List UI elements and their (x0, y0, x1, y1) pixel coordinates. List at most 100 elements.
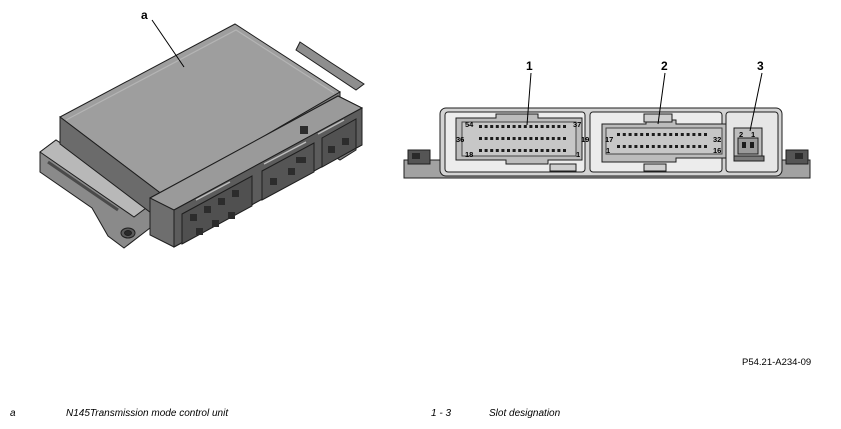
pin-hole (551, 125, 555, 128)
pin-hole (529, 137, 533, 140)
pin-hole (501, 137, 505, 140)
pin-hole (490, 149, 494, 152)
pin-hole (634, 133, 638, 136)
pin-hole (617, 145, 620, 148)
pin-hole (617, 133, 620, 136)
pin-label-36: 36 (456, 135, 464, 144)
pin-hole (640, 133, 644, 136)
pin-hole (490, 137, 494, 140)
pin-hole (490, 125, 494, 128)
pin-hole (484, 149, 488, 152)
pin-hole (698, 133, 702, 136)
pin-label-1-c2: 1 (606, 146, 610, 155)
legend-key: a (10, 408, 16, 419)
pin-label-17: 17 (605, 135, 613, 144)
pin-hole (546, 125, 550, 128)
pin-hole (680, 133, 684, 136)
pin-hole (675, 145, 678, 148)
pin-label-54: 54 (465, 120, 474, 129)
pin-label-1-c3: 1 (751, 130, 755, 139)
pin-hole (535, 149, 538, 152)
pin-hole (512, 125, 516, 128)
callout-a: a (141, 8, 185, 68)
callout-label-2: 2 (661, 59, 668, 73)
pin-hole (704, 145, 707, 148)
pin-hole (622, 145, 626, 148)
pin-hole (551, 149, 555, 152)
callout-slot-3: 3 (749, 59, 764, 132)
pin-hole (507, 137, 510, 140)
pin-hole (540, 149, 544, 152)
pin-hole (518, 137, 522, 140)
pin-hole (634, 145, 638, 148)
pin-hole (557, 125, 561, 128)
pin-hole (657, 133, 661, 136)
callout-slot-1: 1 (526, 59, 533, 126)
pin-hole (640, 145, 644, 148)
pin-hole (563, 149, 566, 152)
control-unit-isometric: a (39, 8, 365, 249)
pin-hole (523, 125, 527, 128)
callout-label-a: a (141, 8, 148, 22)
pin-hole (518, 149, 522, 152)
pin-hole (512, 137, 516, 140)
connector-1 (455, 113, 583, 172)
pin-hole (551, 137, 555, 140)
pin-hole (628, 133, 632, 136)
pin-hole (563, 137, 566, 140)
pin-hole (512, 149, 516, 152)
pin-hole (540, 125, 544, 128)
pin-hole (692, 145, 696, 148)
pin-hole (540, 137, 544, 140)
pin-label-19: 19 (581, 135, 589, 144)
connector-2 (601, 113, 727, 172)
pin-hole (479, 137, 482, 140)
pin-hole (495, 137, 499, 140)
pin-hole (523, 149, 527, 152)
pin-labels: 54 37 36 19 18 1 17 32 1 16 2 1 (456, 120, 755, 159)
pin-hole (628, 145, 632, 148)
pin-label-32: 32 (713, 135, 721, 144)
pin-hole (663, 145, 667, 148)
pin-hole (692, 133, 696, 136)
pin-hole (495, 125, 499, 128)
pin-hole (669, 145, 673, 148)
pin-hole (529, 149, 533, 152)
legend-key: 1 - 3 (431, 408, 452, 419)
pin-hole (529, 125, 533, 128)
pin-hole (484, 125, 488, 128)
pin-hole (646, 133, 649, 136)
connector-3 (733, 127, 765, 162)
pin-label-1-c1: 1 (576, 150, 580, 159)
pin-hole (535, 125, 538, 128)
pin-hole (507, 125, 510, 128)
pin-hole (563, 125, 566, 128)
pin-hole (651, 145, 655, 148)
pin-hole (535, 137, 538, 140)
pin-hole (518, 125, 522, 128)
pin-hole (557, 137, 561, 140)
pin-hole (651, 133, 655, 136)
pin-hole (686, 145, 690, 148)
pin-label-2-c3: 2 (739, 130, 743, 139)
legend-text: N145Transmission mode control unit (66, 408, 229, 419)
pin-hole (557, 149, 561, 152)
pin-hole (501, 149, 505, 152)
pin-hole (675, 133, 678, 136)
pin-hole (698, 145, 702, 148)
control-unit-front-view (403, 107, 811, 179)
pin-hole (680, 145, 684, 148)
figure-reference: P54.21-A234-09 (742, 357, 812, 368)
pin-hole (704, 133, 707, 136)
pin-hole (507, 149, 510, 152)
connector-block (148, 95, 364, 248)
pin-hole (669, 133, 673, 136)
pin-hole (546, 137, 550, 140)
pin-label-16: 16 (713, 146, 721, 155)
legend-text: Slot designation (489, 408, 561, 419)
pin-hole (657, 145, 661, 148)
pin-hole (495, 149, 499, 152)
pin-hole (663, 133, 667, 136)
pin-hole (686, 133, 690, 136)
